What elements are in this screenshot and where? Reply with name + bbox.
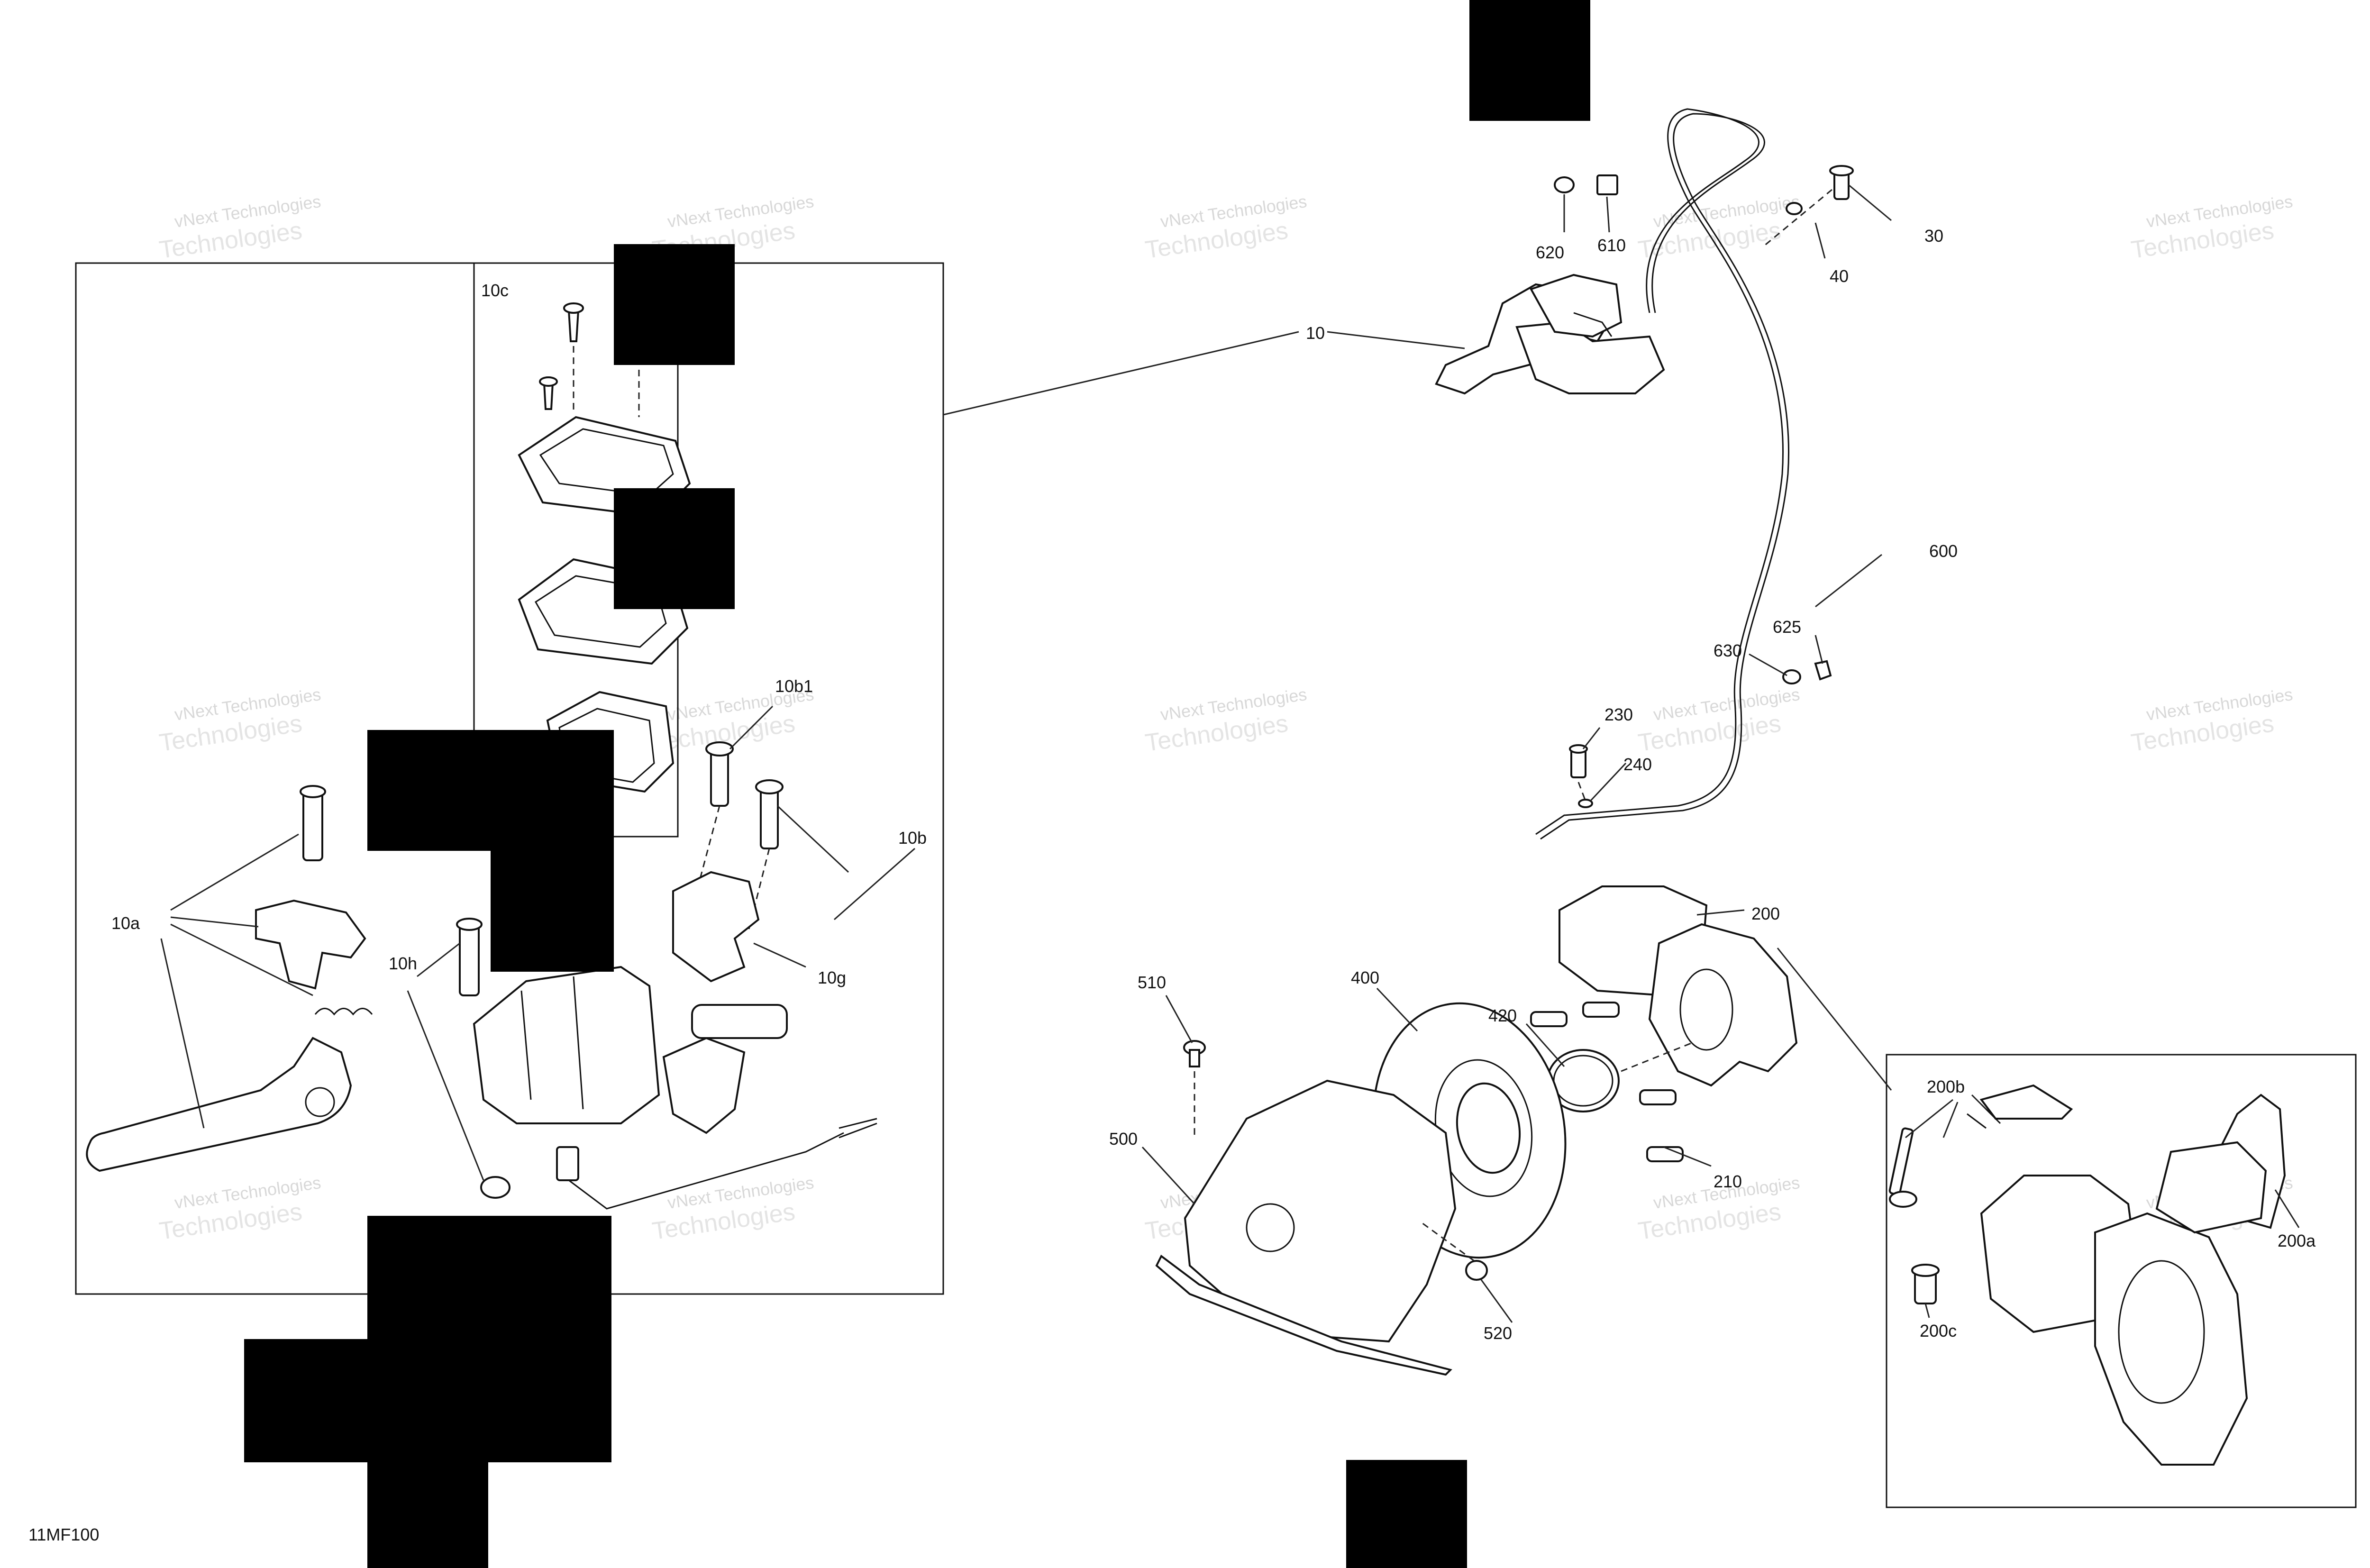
master-cylinder-parts [86,741,877,1210]
callout-210: 210 [1714,1172,1742,1191]
leader-lines [160,184,2300,1323]
redaction-block [1346,1460,1467,1568]
callout-240: 240 [1623,755,1652,774]
redaction-block [244,1339,488,1462]
callout-30: 30 [1924,226,1943,246]
callout-10h: 10h [389,954,417,973]
callout-10a: 10a [111,913,140,933]
callout-10c: 10c [481,281,509,300]
redaction-block [491,730,614,972]
callout-630: 630 [1714,641,1742,660]
callout-10b1: 10b1 [775,676,813,696]
callout-610: 610 [1597,236,1626,255]
detail-leader-line [943,331,1299,416]
figure-code: 11MF100 [28,1525,99,1544]
callout-620: 620 [1536,243,1564,262]
callout-200: 200 [1751,904,1780,923]
callout-10g: 10g [818,968,846,987]
main-assembly-parts [1155,108,1854,1376]
callout-510: 510 [1138,973,1166,992]
caliper-detail-parts [1888,1084,2286,1466]
redaction-block [1469,0,1590,121]
callout-200c: 200c [1920,1321,1957,1340]
callout-625: 625 [1773,617,1801,637]
callout-40: 40 [1830,266,1849,286]
redaction-block [614,488,735,609]
watermarks: vNext Technologies Technologies vNext Te… [157,191,2294,1245]
caliper-detail-frame [1886,1054,2357,1508]
callout-420: 420 [1488,1006,1517,1025]
callout-600: 600 [1929,541,1958,561]
callout-230: 230 [1604,705,1633,724]
callout-10b: 10b [898,828,927,848]
callout-10: 10 [1306,323,1325,343]
redaction-block [614,244,735,365]
redaction-block [367,1460,488,1568]
callout-520: 520 [1484,1323,1512,1343]
callout-200b: 200b [1927,1077,1965,1096]
callout-400: 400 [1351,968,1379,987]
callout-labels: 10a 10b 10b1 10c 10g 10h 10 30 40 620 61… [111,226,2316,1343]
redaction-blocks [244,0,1590,1568]
callout-500: 500 [1109,1129,1138,1149]
callout-200a: 200a [2278,1231,2316,1250]
